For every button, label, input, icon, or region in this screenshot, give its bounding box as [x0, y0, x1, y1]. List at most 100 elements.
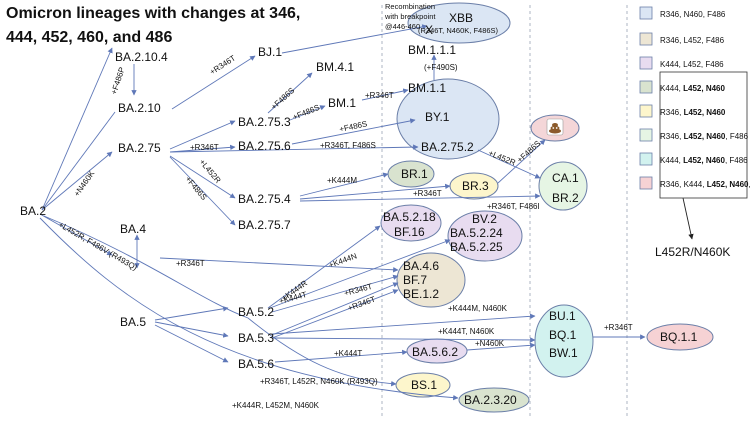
legend-label: R346, L452, N460, F486	[660, 132, 749, 141]
node-ba2-75-6: BA.2.75.6	[238, 139, 291, 153]
edge	[477, 149, 541, 179]
recombination-note-3: @446-460	[385, 22, 420, 31]
edge	[154, 324, 229, 363]
node-bq1: BQ.1	[549, 328, 577, 342]
node-ba5: BA.5	[120, 315, 146, 329]
edge	[169, 155, 236, 199]
node-ba5-6: BA.5.6	[238, 357, 274, 371]
ellipse-bq1-1	[646, 323, 714, 351]
mutation-label: +L452R	[487, 149, 517, 168]
recombination-note-2: with breakpoint	[384, 12, 436, 21]
node-be1-2: BE.1.2	[403, 287, 439, 301]
node-ba2-10: BA.2.10	[118, 101, 161, 115]
edge	[267, 225, 381, 309]
edge	[269, 239, 451, 309]
node-bw1: BW.1	[549, 346, 578, 360]
legend-swatch	[639, 6, 653, 20]
edge	[271, 337, 536, 343]
node-ba4-6: BA.4.6	[403, 259, 439, 273]
mutation-label: +N460K	[475, 339, 505, 348]
legend-label: K444, L452, N460, F486	[660, 156, 748, 165]
legend-swatch	[639, 152, 653, 166]
ellipse-ba4-6-group	[396, 252, 466, 308]
ellipse-bv2-group	[447, 210, 523, 262]
node-bs1: BS.1	[411, 378, 437, 392]
node-ba5-2-24: BA.5.2.24	[450, 226, 503, 240]
node-bu1: BU.1	[549, 309, 576, 323]
node-bf7: BF.7	[403, 273, 427, 287]
diagram-title: Omicron lineages with changes at 346, 44…	[6, 5, 301, 46]
node-ba4: BA.4	[120, 222, 146, 236]
node-ba2-75-4: BA.2.75.4	[238, 192, 291, 206]
mutation-label: +L452R	[197, 158, 222, 186]
mutation-label: +R346T	[190, 143, 219, 152]
mutation-label: +F486S	[269, 86, 296, 112]
legend-swatch	[639, 128, 653, 142]
edge	[267, 72, 313, 114]
edge	[39, 213, 113, 256]
node-bm1-1: BM.1.1	[408, 81, 446, 95]
node-ba5-2-18: BA.5.2.18	[383, 210, 436, 224]
mutation-label: +K444T, N460K	[438, 327, 495, 336]
mutation-label: +K444M, N460K	[448, 304, 508, 313]
node-ba5-6-2: BA.5.6.2	[412, 345, 458, 359]
node-ba2-75-3: BA.2.75.3	[238, 115, 291, 129]
legend-label: R346, L452, F486	[660, 36, 725, 45]
edge	[271, 274, 399, 313]
node-ba2-10-4: BA.2.10.4	[115, 50, 168, 64]
node-bm1: BM.1	[328, 96, 356, 110]
mutation-label: +R346T	[604, 323, 633, 332]
legend-swatch	[639, 32, 653, 46]
mutation-label: +R346T	[208, 53, 237, 76]
edge	[171, 55, 256, 110]
edge	[299, 172, 389, 197]
edge	[299, 183, 451, 200]
edge	[271, 282, 399, 336]
edge	[274, 349, 408, 363]
node-ba2-75-7: BA.2.75.7	[238, 218, 291, 232]
edge	[289, 105, 326, 121]
node-ba2-3-20: BA.2.3.20	[464, 393, 517, 407]
legend-label: K444, L452, F486	[660, 60, 724, 69]
node-bm1-1-1: BM.1.1.1	[408, 43, 456, 57]
node-bj1: BJ.1	[258, 45, 282, 59]
edge	[281, 24, 428, 54]
node-ca1: CA.1	[552, 171, 579, 185]
node-br3: BR.3	[462, 179, 489, 193]
edge	[169, 144, 236, 153]
edge	[271, 289, 399, 339]
edge	[247, 317, 397, 387]
edge	[154, 306, 229, 321]
node-ba2-75-2: BA.2.75.2	[421, 140, 474, 154]
ellipse-xbb	[407, 2, 511, 44]
mutation-label: +R346T	[365, 91, 394, 100]
edge	[41, 151, 113, 211]
legend-swatch	[639, 56, 653, 70]
node-ba2-75: BA.2.75	[118, 141, 161, 155]
recombination-note-1: Recombination	[385, 2, 435, 11]
edge	[299, 193, 541, 202]
mutation-label: +N460K	[72, 169, 96, 199]
mutation-label: +K444M	[327, 176, 357, 185]
node-bm4-1: BM.4.1	[316, 60, 354, 74]
mutation-label: +R346T	[176, 259, 205, 268]
mutation-label: +K444R, L452M, N460K	[232, 401, 320, 410]
node-ba5-3: BA.5.3	[238, 331, 274, 345]
ellipse-ba5-2-18	[380, 204, 442, 242]
legend-label: R346, K444, L452, N460, F486	[660, 180, 750, 189]
legend-swatch	[639, 104, 653, 118]
edge	[154, 321, 229, 338]
legend-label: R346, N460, F486	[660, 10, 726, 19]
node-xbb-mutations: (R346T, N460K, F486S)	[418, 26, 499, 35]
edge	[39, 217, 459, 401]
mutation-label: +R346T	[413, 189, 442, 198]
node-l452r-n460k: L452R/N460K	[655, 245, 730, 259]
mutation-label: +R346T	[347, 295, 377, 313]
edge	[169, 156, 236, 226]
mutation-label: +R346T, L452R, N460K (R493Q)	[260, 377, 378, 386]
edge	[497, 139, 546, 184]
mutation-label: +F486S	[515, 139, 542, 165]
edge	[41, 47, 113, 211]
ellipse-bm1-1-group	[396, 78, 500, 160]
